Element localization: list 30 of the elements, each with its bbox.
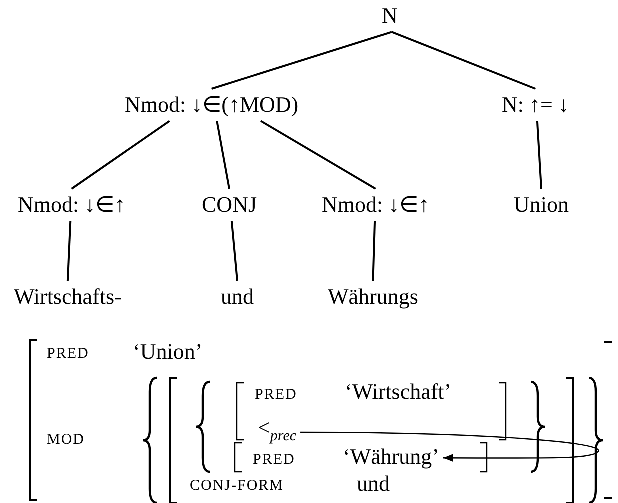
category-label: Nmod: ↓∈↑ <box>18 193 126 218</box>
category-label: N <box>382 4 398 28</box>
tree-branch <box>260 120 376 190</box>
feature-name: PRED <box>255 387 298 404</box>
tree-branch <box>392 31 536 90</box>
feature-name: PRED <box>253 452 296 468</box>
tree-branch <box>536 121 542 190</box>
tree-branch <box>71 120 170 190</box>
feature-name: MOD <box>47 432 86 448</box>
feature-value: ‘Währung’ <box>343 444 440 469</box>
category-label: Nmod: ↓∈(↑MOD) <box>125 93 299 118</box>
tree-branch <box>216 121 230 190</box>
tree-branch <box>230 221 238 282</box>
curved-arrow <box>300 432 599 462</box>
tree-branch <box>66 221 72 282</box>
category-label: N: ↑= ↓ <box>502 93 570 118</box>
feature-value: ‘Union’ <box>133 340 203 364</box>
feature-value: und <box>357 472 390 496</box>
tree-branch <box>372 221 376 282</box>
tree-branch <box>212 31 392 90</box>
word-label: Währungs <box>328 285 418 310</box>
precedence-symbol: <$_{prec}$ <box>258 416 297 445</box>
feature-name: PRED <box>47 346 90 362</box>
word-label: Union <box>514 193 569 218</box>
feature-value: ‘Wirtschaft’ <box>345 379 452 404</box>
word-label: und <box>221 285 254 310</box>
feature-name: CONJ-FORM <box>190 478 284 494</box>
category-label: Nmod: ↓∈↑ <box>322 193 430 218</box>
word-label: Wirtschafts- <box>14 285 122 310</box>
category-label: CONJ <box>202 193 258 218</box>
